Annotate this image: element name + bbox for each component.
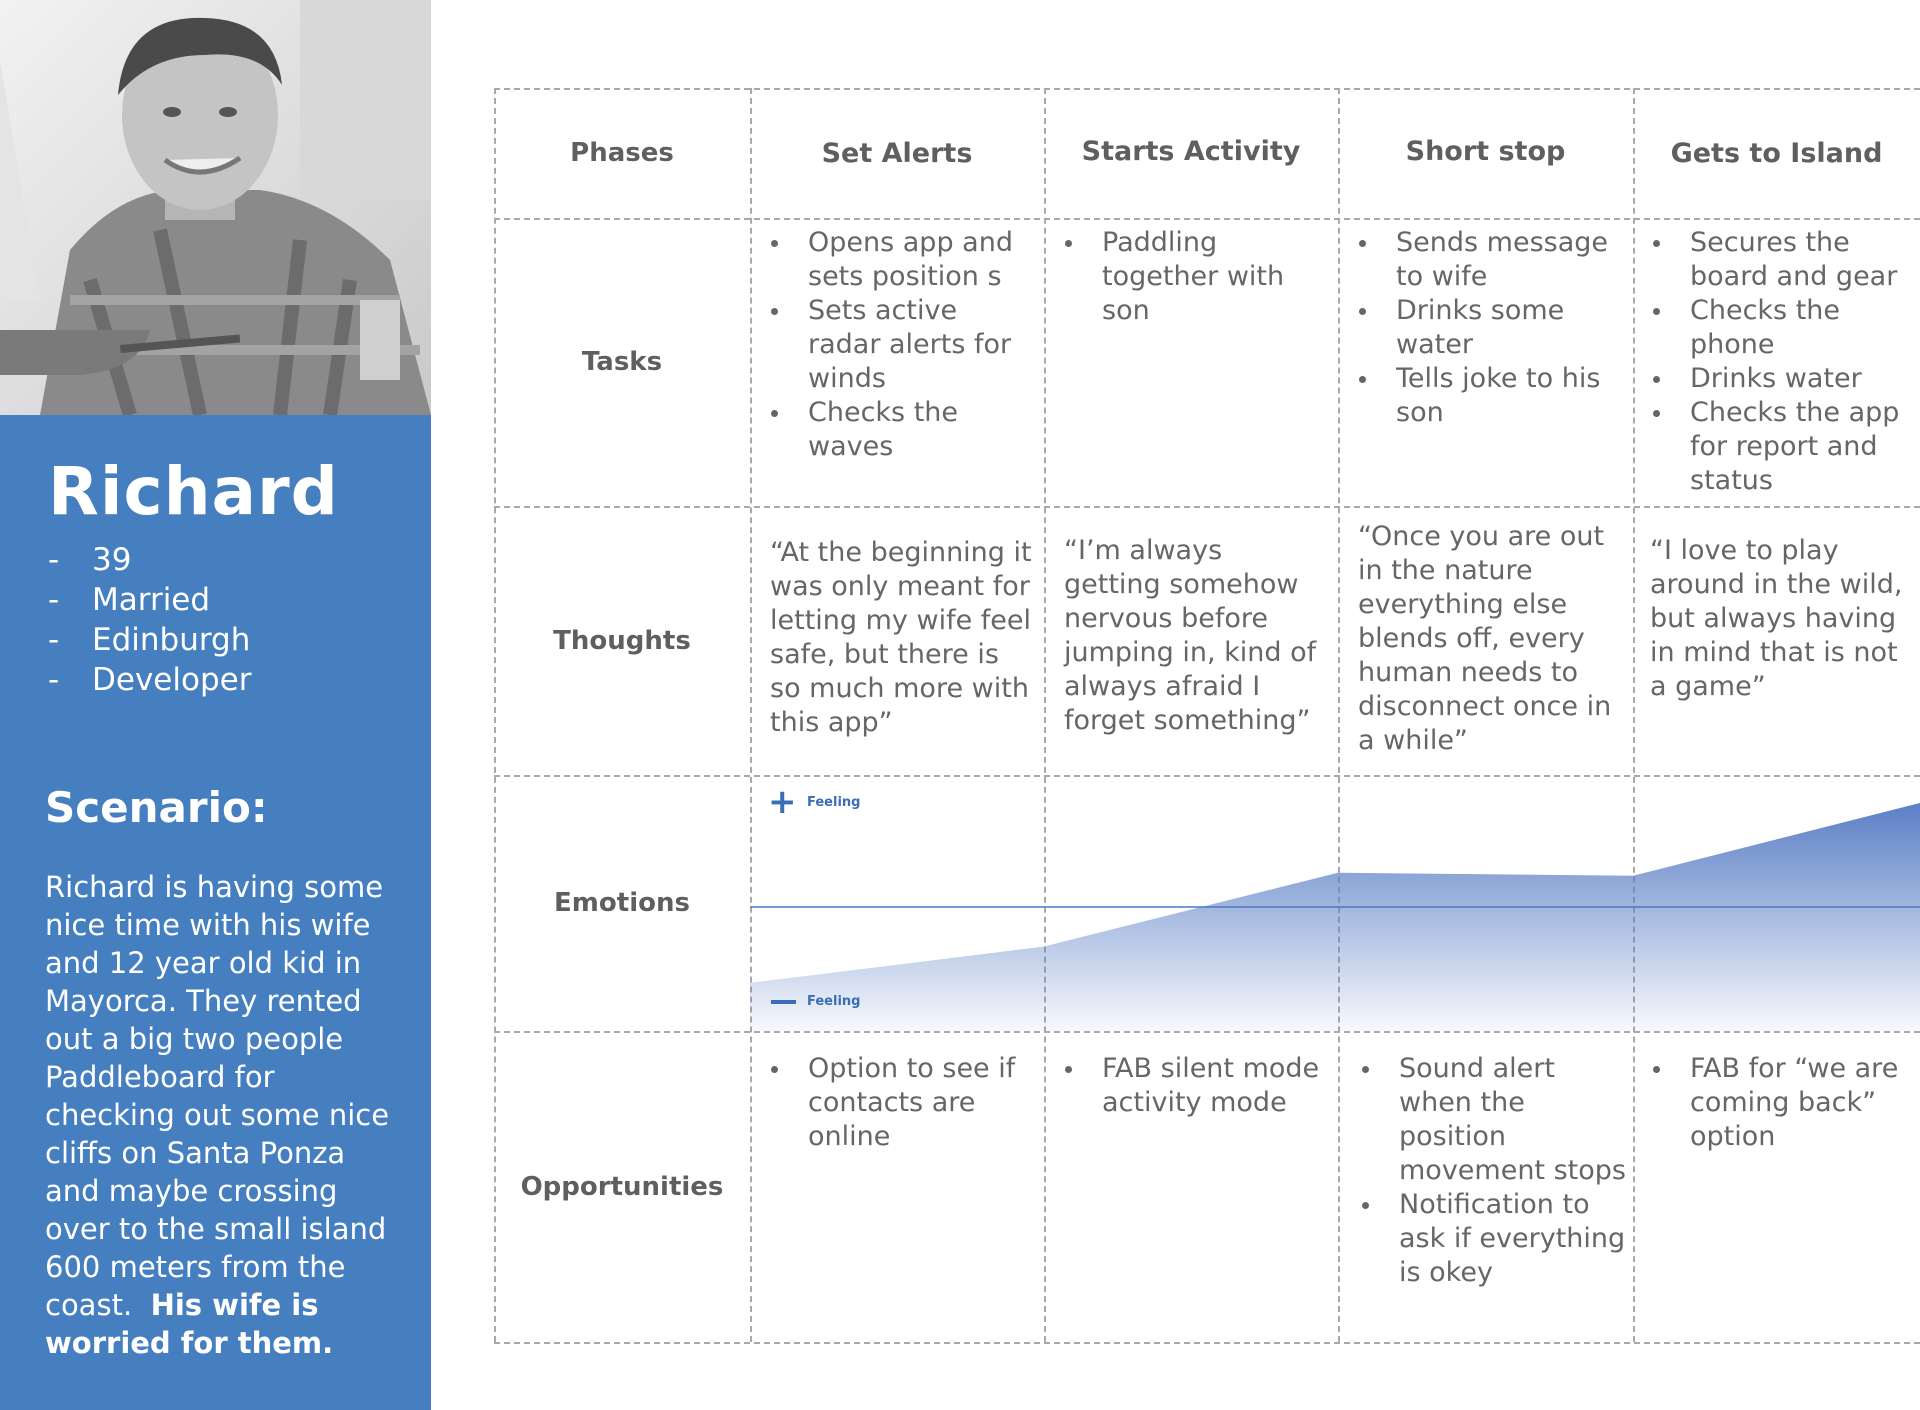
grid-line <box>494 218 1920 220</box>
persona-photo <box>0 0 431 417</box>
plus-icon: + <box>768 782 797 822</box>
thought-starts-activity: “I’m always getting somehow nervous befo… <box>1064 535 1317 736</box>
grid-line <box>494 775 1920 777</box>
list-item: Checks the phone <box>1648 294 1916 362</box>
list-item: Checks the waves <box>766 396 1036 464</box>
tasks-short-stop: Sends message to wife Drinks some water … <box>1354 226 1624 430</box>
phase-starts-activity: Starts Activity <box>1081 135 1301 167</box>
list-item: Sound alert when the position movement s… <box>1357 1052 1627 1188</box>
grid-line <box>494 1342 1920 1344</box>
row-label-tasks: Tasks <box>581 347 663 377</box>
row-label-thoughts: Thoughts <box>553 625 691 656</box>
opportunities-starts-activity: FAB silent mode activity mode <box>1060 1052 1335 1120</box>
scenario-body: Richard is having some nice time with hi… <box>45 870 390 1322</box>
list-item: Sends message to wife <box>1354 226 1624 294</box>
scenario-text: Richard is having some nice time with hi… <box>45 868 405 1362</box>
grid-line <box>494 1031 1920 1033</box>
scenario-title: Scenario: <box>45 783 268 832</box>
list-item: Notification to ask if everything is oke… <box>1357 1188 1627 1290</box>
opportunities-short-stop: Sound alert when the position movement s… <box>1357 1052 1627 1290</box>
persona-facts: 39 Married Edinburgh Developer <box>48 540 251 700</box>
row-label-emotions: Emotions <box>554 888 690 918</box>
emotion-curve <box>750 803 1920 1031</box>
thought-gets-to-island: “I love to play around in the wild, but … <box>1650 535 1903 702</box>
persona-status: Married <box>48 580 251 620</box>
persona-city: Edinburgh <box>48 620 251 660</box>
grid-line <box>750 88 752 1342</box>
opportunities-set-alerts: Option to see if contacts are online <box>766 1052 1036 1154</box>
list-item: Sets active radar alerts for winds <box>766 294 1036 396</box>
list-item: FAB silent mode activity mode <box>1060 1052 1335 1120</box>
list-item: Tells joke to his son <box>1354 362 1624 430</box>
list-item: Drinks some water <box>1354 294 1624 362</box>
grid-line <box>494 88 1920 90</box>
tasks-starts-activity: Paddling together with son <box>1060 226 1335 328</box>
list-item: Paddling together with son <box>1060 226 1335 328</box>
positive-feeling-label: Feeling <box>807 795 861 810</box>
list-item: Checks the app for report and status <box>1648 396 1916 498</box>
row-label-opportunities: Opportunities <box>520 1171 724 1202</box>
row-label-phases: Phases <box>570 138 674 168</box>
grid-line <box>1633 88 1635 1342</box>
tasks-set-alerts: Opens app and sets position s Sets activ… <box>766 226 1036 464</box>
scenario-emphasis: His wife is worried for them. <box>45 1288 334 1360</box>
list-item: Secures the board and gear <box>1648 226 1916 294</box>
persona-age: 39 <box>48 540 251 580</box>
tasks-gets-to-island: Secures the board and gear Checks the ph… <box>1648 226 1916 498</box>
opportunities-gets-to-island: FAB for “we are coming back” option <box>1648 1052 1916 1154</box>
list-item: Drinks water <box>1648 362 1916 396</box>
list-item: Opens app and sets position s <box>766 226 1036 294</box>
phase-gets-to-island: Gets to Island <box>1670 137 1883 169</box>
persona-panel: Richard 39 Married Edinburgh Developer S… <box>0 415 431 1410</box>
negative-feeling-label: Feeling <box>807 994 861 1009</box>
list-item: Option to see if contacts are online <box>766 1052 1036 1154</box>
persona-name: Richard <box>48 453 339 530</box>
grid-line <box>494 506 1920 508</box>
phase-set-alerts: Set Alerts <box>821 137 973 169</box>
persona-job: Developer <box>48 660 251 700</box>
grid-line <box>1338 88 1340 1342</box>
grid-line <box>494 88 496 1342</box>
minus-icon <box>771 1000 796 1004</box>
list-item: FAB for “we are coming back” option <box>1648 1052 1916 1154</box>
grid-line <box>1044 88 1046 1342</box>
phase-short-stop: Short stop <box>1405 135 1566 167</box>
thought-set-alerts: “At the beginning it was only meant for … <box>770 537 1032 738</box>
thought-short-stop: “Once you are out in the nature everythi… <box>1358 521 1612 756</box>
